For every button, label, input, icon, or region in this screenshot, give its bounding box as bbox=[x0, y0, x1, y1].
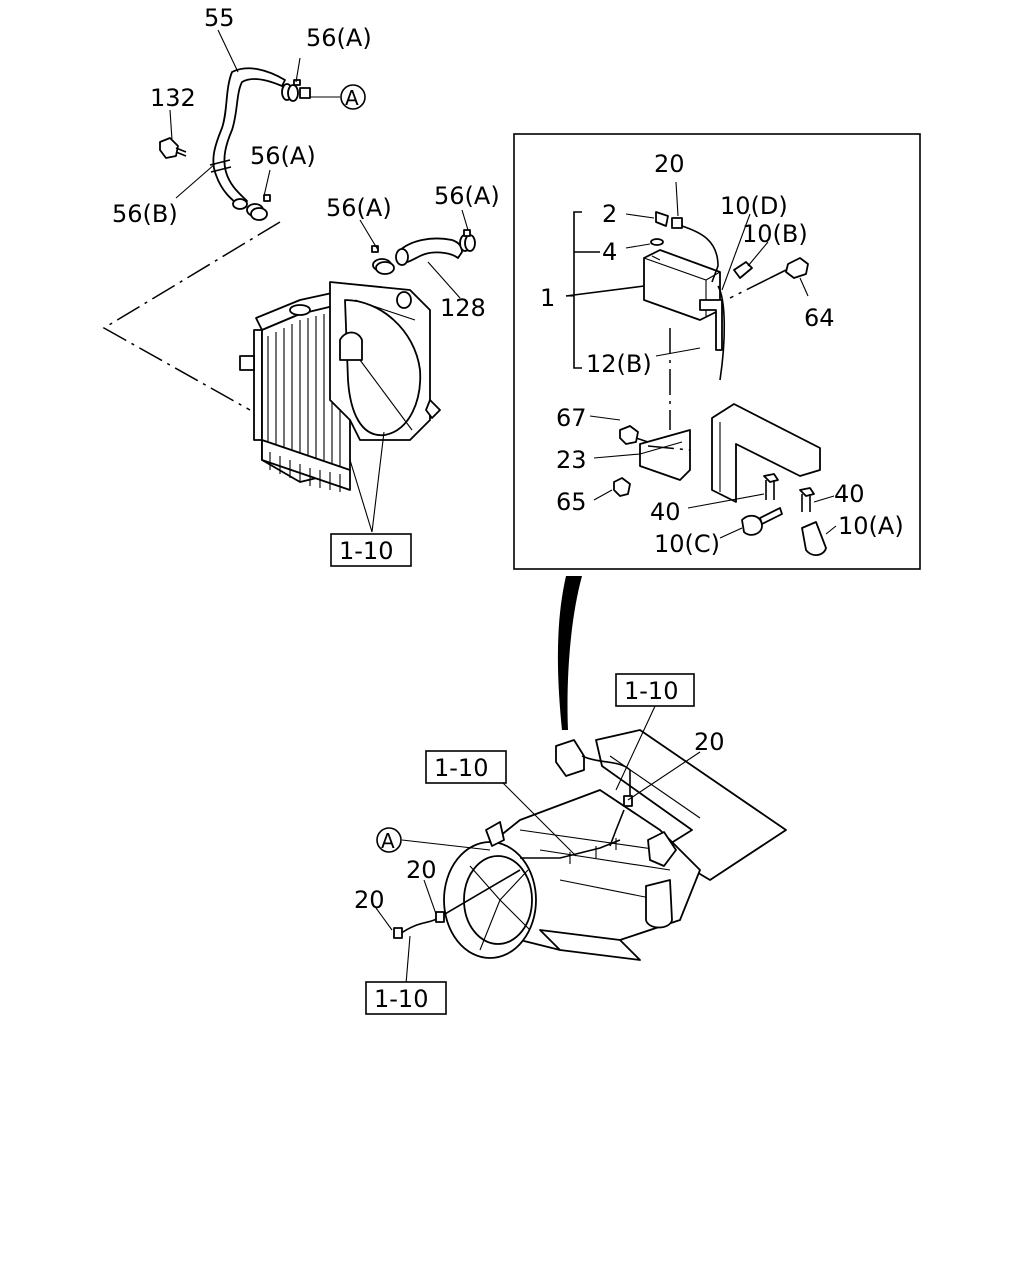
marker-a-top: A bbox=[340, 84, 366, 110]
svg-text:A: A bbox=[345, 86, 359, 110]
lower-hose-assembly bbox=[371, 229, 476, 275]
callout-64: 64 bbox=[804, 304, 835, 332]
engine-view bbox=[393, 729, 787, 961]
callout-4: 4 bbox=[602, 238, 617, 266]
detail-inset: 20 2 4 1 10(D) 10(B) 64 12(B) 67 23 65 4… bbox=[513, 133, 921, 570]
callout-10c: 10(C) bbox=[654, 530, 720, 558]
radiator bbox=[239, 281, 441, 492]
callout-10a: 10(A) bbox=[838, 512, 904, 540]
callout-10b: 10(B) bbox=[742, 220, 808, 248]
ref-box-radiator: 1-10 bbox=[330, 533, 412, 567]
ref-box-mid: 1-10 bbox=[425, 750, 507, 784]
bolt-67 bbox=[619, 425, 649, 445]
callout-12b: 12(B) bbox=[586, 350, 652, 378]
hose-128 bbox=[397, 237, 463, 264]
clamp-56a-mid bbox=[246, 194, 271, 221]
clamp-near-a bbox=[299, 87, 311, 99]
callout-56b: 56(B) bbox=[112, 200, 178, 228]
callout-20-low3: 20 bbox=[354, 886, 385, 914]
callout-2: 2 bbox=[602, 200, 617, 228]
ref-box-bottom: 1-10 bbox=[365, 981, 447, 1015]
callout-65: 65 bbox=[556, 488, 587, 516]
bolt-64 bbox=[769, 257, 809, 279]
callout-55: 55 bbox=[204, 4, 235, 32]
leaders-upper bbox=[169, 29, 469, 533]
callout-132: 132 bbox=[150, 84, 196, 112]
callout-10d: 10(D) bbox=[720, 192, 788, 220]
callout-56a-r2: 56(A) bbox=[434, 182, 500, 210]
callout-56a-mid: 56(A) bbox=[250, 142, 316, 170]
callout-20-box: 20 bbox=[654, 150, 685, 178]
ref-box-top: 1-10 bbox=[615, 673, 695, 707]
svg-text:1-10: 1-10 bbox=[434, 754, 488, 782]
callout-23: 23 bbox=[556, 446, 587, 474]
callout-40-b: 40 bbox=[834, 480, 865, 508]
svg-text:1-10: 1-10 bbox=[624, 677, 678, 705]
marker-a-bottom: A bbox=[376, 827, 402, 853]
upper-hose-assembly bbox=[159, 67, 311, 221]
detail-pointer bbox=[557, 576, 582, 730]
svg-text:1-10: 1-10 bbox=[374, 985, 428, 1013]
svg-text:1-10: 1-10 bbox=[339, 537, 393, 565]
bolt-132 bbox=[159, 137, 187, 159]
callout-20-low1: 20 bbox=[694, 728, 725, 756]
svg-text:A: A bbox=[381, 829, 395, 853]
callout-20-low2: 20 bbox=[406, 856, 437, 884]
leaders-bottom bbox=[375, 703, 701, 985]
cooling-fan bbox=[443, 841, 537, 959]
callout-1: 1 bbox=[540, 284, 555, 312]
hose-55 bbox=[212, 67, 286, 207]
callout-40-a: 40 bbox=[650, 498, 681, 526]
phantom-line-upper bbox=[102, 221, 281, 411]
clamp-56a-top bbox=[281, 79, 301, 102]
callout-56a-top: 56(A) bbox=[306, 24, 372, 52]
callout-56a-r1: 56(A) bbox=[326, 194, 392, 222]
callout-128: 128 bbox=[440, 294, 486, 322]
callout-67: 67 bbox=[556, 404, 587, 432]
